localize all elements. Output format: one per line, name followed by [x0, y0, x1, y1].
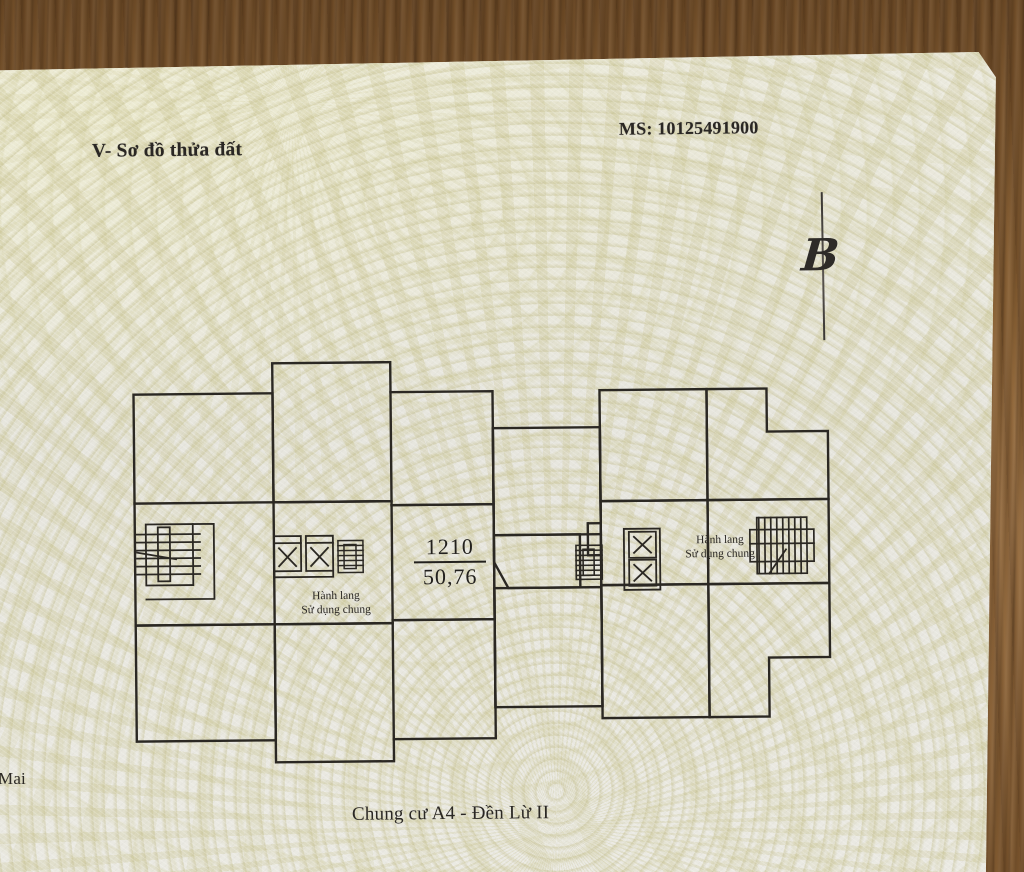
room-connector-lower	[493, 585, 604, 709]
room-right-nw	[598, 387, 709, 503]
stair-left-lobby	[337, 539, 364, 574]
security-pattern-upper	[0, 52, 996, 872]
stair-right	[748, 516, 815, 575]
paper-base-wash	[0, 52, 996, 872]
north-arrow-icon: B	[799, 191, 862, 341]
corridor-left-lobby	[272, 499, 394, 626]
room-connector-angled	[492, 533, 582, 590]
room-right-se	[707, 581, 832, 719]
wall-connector-west	[491, 426, 497, 709]
corridor-left-line2: Sử dụng chung	[301, 604, 371, 617]
lift-group-left	[272, 534, 335, 579]
unit-number: 1210	[425, 533, 474, 560]
paper-fiber-texture	[0, 52, 996, 872]
edge-text-fragment: Mai	[0, 769, 26, 788]
security-pattern-lower	[0, 52, 996, 872]
ms-number: MS: 10125491900	[618, 117, 759, 139]
wall-lobby-link	[586, 521, 603, 557]
north-letter: B	[799, 229, 842, 282]
stair-left	[135, 522, 216, 601]
plan-caption: Chung cư A4 - Đền Lừ II	[351, 802, 550, 825]
room-right-sw	[600, 582, 711, 720]
room-left-north-bay	[270, 360, 393, 504]
corridor-left-line1: Hành lang	[312, 589, 360, 603]
room-right-ne	[705, 387, 830, 502]
corridor-label-right: Hành lang Sử dụng chung	[660, 532, 780, 562]
corridor-right-line1: Hành lang	[696, 533, 744, 547]
room-center-upper	[389, 389, 495, 507]
room-connector-upper	[491, 425, 603, 537]
room-left-south-bay	[273, 621, 396, 764]
certificate-paper	[0, 52, 996, 872]
wall-left-middle	[133, 502, 276, 627]
room-center-lower	[391, 617, 498, 741]
page-title: V- Sơ đồ thửa đất	[91, 139, 243, 162]
corridor-right-line2: Sử dụng chung	[685, 548, 755, 561]
lift-group-right	[622, 527, 662, 591]
room-left-lower	[134, 623, 278, 743]
corridor-label-left: Hành lang Sử dụng chung	[268, 588, 404, 618]
room-left-upper	[132, 392, 275, 505]
unit-area: 50,76	[422, 563, 478, 590]
unit-area-label: 1210 50,76	[413, 533, 487, 591]
